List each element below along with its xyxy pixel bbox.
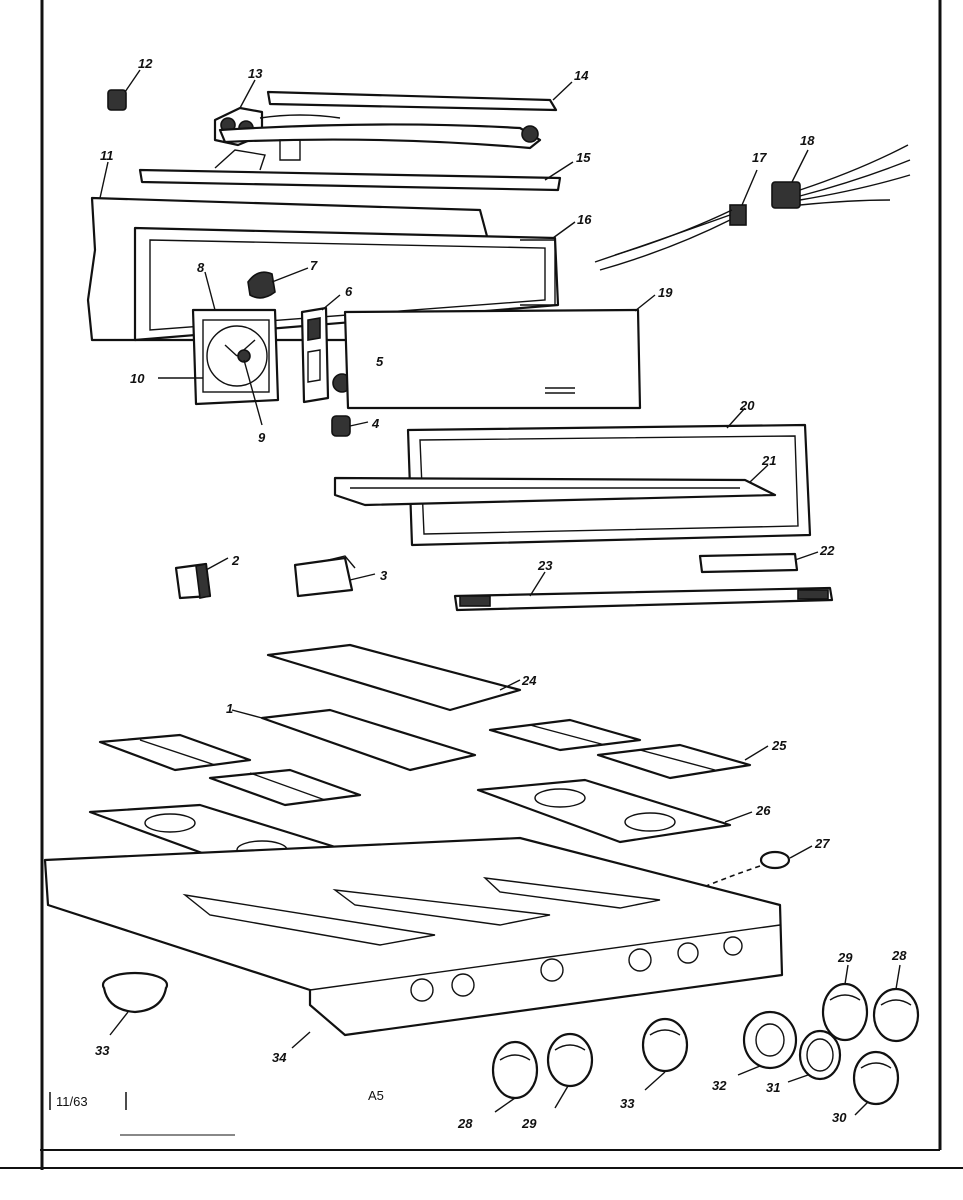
knob-28-left: [491, 1040, 539, 1113]
knob-29-left: [546, 1032, 594, 1109]
callout-13: 13: [248, 66, 263, 81]
part-18-wire-connector: [771, 144, 911, 209]
callout-33-left: 33: [95, 1043, 110, 1058]
part-23-trim-bar: [453, 571, 834, 612]
part-24-cooktop-cover: [266, 643, 522, 712]
part-15-rail-bracket: [138, 139, 574, 192]
callout-23: 23: [537, 558, 553, 573]
callout-29-right: 29: [837, 950, 853, 965]
callout-4: 4: [371, 416, 380, 431]
callout-3: 3: [380, 568, 388, 583]
knob-28-right: [872, 964, 920, 1043]
part-31-ring: [787, 1029, 842, 1083]
part-4-lamp-socket: [331, 415, 369, 437]
callout-16: 16: [577, 212, 592, 227]
callout-14: 14: [574, 68, 589, 83]
part-26-burner-pan-right: [476, 778, 753, 844]
burner-grates-left: [98, 733, 362, 807]
callout-7: 7: [310, 258, 318, 273]
callout-28-left: 28: [457, 1116, 473, 1131]
callout-29-left: 29: [521, 1116, 537, 1131]
callout-22: 22: [819, 543, 835, 558]
callout-25: 25: [771, 738, 787, 753]
callout-34: 34: [272, 1050, 287, 1065]
part-7-switch: [247, 267, 309, 299]
part-2-clip: [174, 557, 229, 600]
part-32-knob-bezel: [737, 1010, 798, 1076]
callout-6: 6: [345, 284, 353, 299]
part-6-switch-plate: [300, 294, 341, 404]
callout-17: 17: [752, 150, 767, 165]
callout-21: 21: [761, 453, 776, 468]
callout-5: 5: [376, 354, 384, 369]
callout-32: 32: [712, 1078, 727, 1093]
callout-8: 8: [197, 260, 205, 275]
part-34-main-top: [43, 836, 784, 1049]
callout-1: 1: [226, 701, 233, 716]
part-19-control-panel: [343, 294, 656, 410]
callout-30: 30: [832, 1110, 847, 1125]
callout-12: 12: [138, 56, 153, 71]
knob-29-right: [821, 964, 869, 1042]
knob-30-right: [852, 1050, 900, 1116]
part-21-trim-strip: [333, 464, 777, 507]
callout-19: 19: [658, 285, 673, 300]
part-17-wiring-harness: [594, 169, 758, 271]
part-14-gas-tube: [218, 81, 573, 150]
callout-27: 27: [814, 836, 830, 851]
callout-26: 26: [755, 803, 771, 818]
date-code-box: 11/63: [49, 1092, 127, 1110]
callout-2: 2: [231, 553, 240, 568]
knob-33-center: [641, 1017, 689, 1091]
part-25-burner-grates-right: [488, 718, 769, 780]
page-code: A5: [368, 1088, 384, 1103]
part-35-drip-cup: [101, 971, 169, 1036]
callout-20: 20: [739, 398, 755, 413]
callout-31: 31: [766, 1080, 780, 1095]
callout-33-center: 33: [620, 1096, 635, 1111]
callout-24: 24: [521, 673, 537, 688]
callout-9: 9: [258, 430, 266, 445]
callout-28-right: 28: [891, 948, 907, 963]
part-3-bracket: [293, 555, 376, 598]
part-20-glass-frame: [406, 407, 812, 547]
callout-15: 15: [576, 150, 591, 165]
callout-18: 18: [800, 133, 815, 148]
part-22-bracket: [698, 551, 819, 574]
date-code: 11/63: [56, 1094, 88, 1109]
part-9-leader: [243, 359, 263, 426]
part-12-clip: [107, 69, 141, 111]
callout-11: 11: [100, 148, 114, 163]
part-1-cover-panel: [231, 708, 477, 772]
callout-10: 10: [130, 371, 145, 386]
